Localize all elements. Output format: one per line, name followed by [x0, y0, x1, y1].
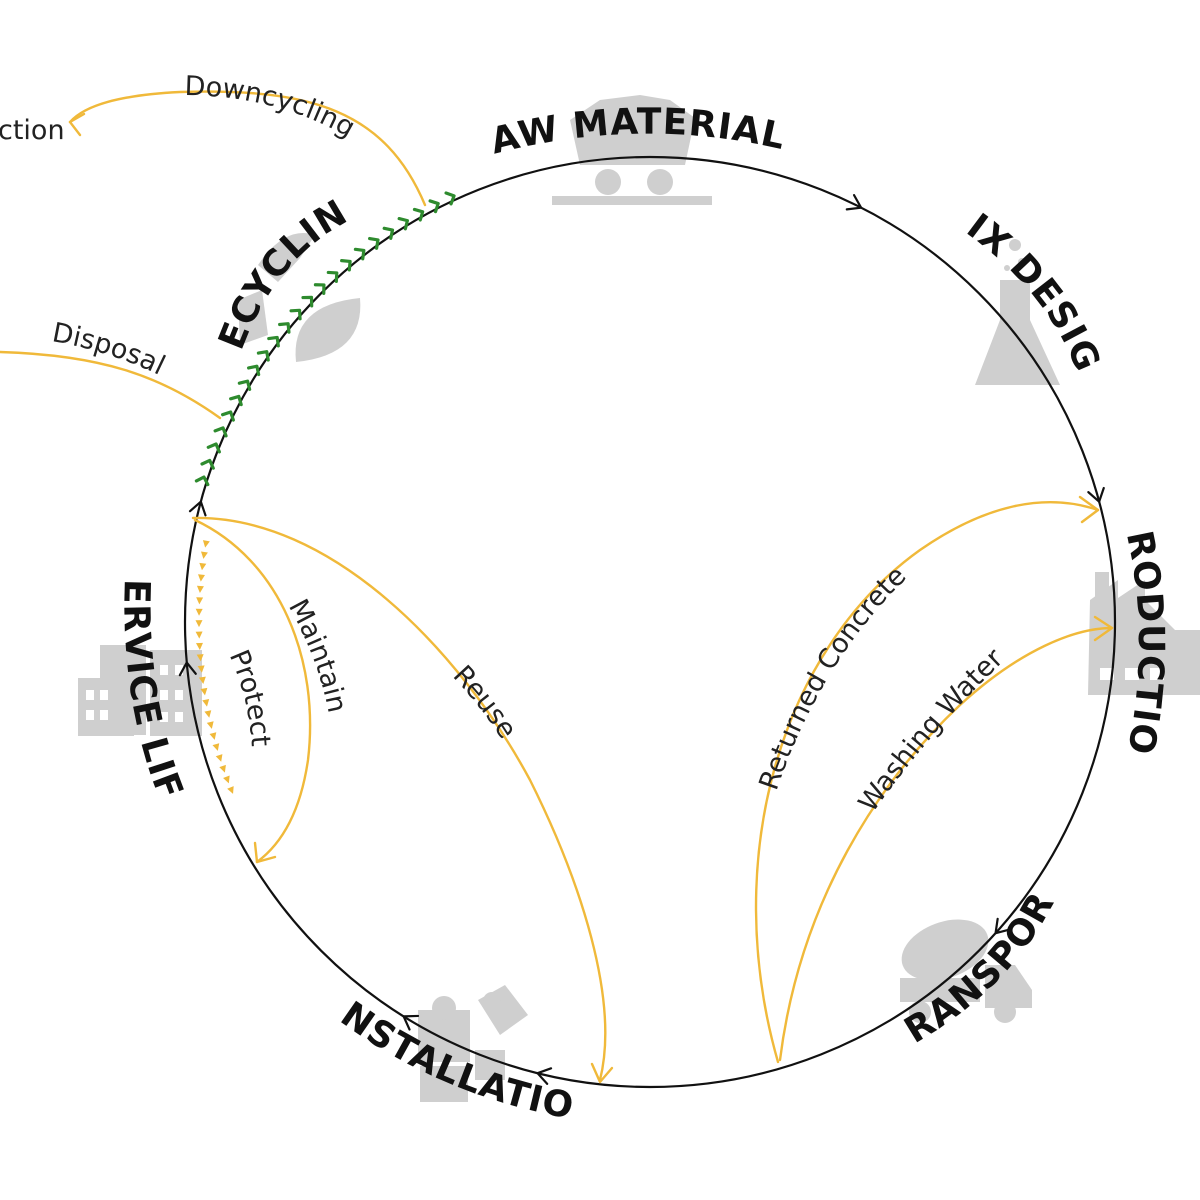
cycle-direction-arrow	[1087, 486, 1105, 503]
recycling-chevron	[428, 199, 440, 214]
protect-arrowhead	[223, 775, 230, 784]
cycle-direction-arrow	[402, 1014, 420, 1031]
protect-arrowhead	[195, 631, 203, 639]
cycle-direction-arrow	[188, 500, 207, 517]
cycle-direction-arrows	[178, 194, 1105, 1085]
protect-arrowhead	[196, 597, 204, 605]
lifecycle-circle	[183, 155, 1117, 1089]
recycling-chevron	[353, 247, 366, 261]
flow-label-reuse: Reuse	[447, 660, 523, 744]
recycling-chevron	[368, 236, 380, 250]
protect-arrowhead	[212, 743, 220, 751]
recycling-chevron	[267, 335, 280, 348]
recycling-chevron	[326, 270, 339, 283]
recycling-chevron	[301, 295, 314, 308]
protect-arrowhead	[219, 764, 226, 773]
recycling-chevron	[313, 283, 326, 295]
recycling-chevron-band	[194, 191, 456, 487]
protect-arrowhead	[202, 540, 210, 548]
stage-label-raw-materials: RAW MATERIALS	[0, 0, 789, 163]
flask-icon	[975, 239, 1060, 385]
factory-icon	[1088, 572, 1200, 695]
flow-label-downcycling: Downcycling	[184, 71, 360, 144]
flow-label-maintain: Maintain	[282, 594, 352, 715]
protect-arrowhead	[209, 732, 217, 740]
stage-label-mix-design: MIX DESIGN	[0, 0, 1108, 378]
recycling-chevron	[200, 458, 215, 470]
recycling-chevron	[246, 364, 261, 377]
protect-arrowhead	[206, 721, 214, 729]
cycle-direction-arrow	[536, 1067, 553, 1085]
protect-arrowhead	[197, 665, 205, 673]
stage-label-transport: TRANSPORT	[0, 0, 1061, 1052]
washing-water-flow	[778, 615, 1114, 1062]
protect-arrowhead	[198, 676, 206, 685]
flow-label-protect: Protect	[223, 646, 276, 748]
recycling-chevron	[206, 442, 221, 454]
stage-label-installation: INSTALLATION	[0, 0, 578, 1128]
recycling-chevron	[412, 207, 425, 222]
cycle-direction-arrow	[178, 661, 197, 677]
disposal-flow	[0, 350, 222, 420]
protect-arrowhead	[196, 654, 204, 662]
recycling-chevron	[229, 394, 243, 407]
recycling-chevron	[194, 475, 210, 487]
protect-arrowhead	[202, 699, 210, 707]
protect-arrowhead	[198, 574, 205, 582]
recycle-leaf-icon	[238, 233, 361, 362]
protect-arrowhead	[227, 786, 234, 794]
flow-label-washing-water: Washing Water	[853, 642, 1010, 818]
protect-arrowhead	[200, 551, 208, 559]
reuse-flow	[191, 516, 614, 1084]
mixer-truck-icon	[900, 919, 1032, 1023]
protect-arrowhead	[199, 562, 207, 571]
buildings-icon	[78, 645, 202, 736]
protect-arrowhead	[200, 687, 208, 696]
protect-arrowhead	[195, 620, 203, 628]
recycling-chevron	[213, 426, 228, 438]
flow-label-disposal: Disposal	[50, 317, 170, 381]
recycling-chevron	[220, 410, 235, 422]
downcycling-flow	[68, 90, 427, 207]
recycling-chevron	[340, 259, 352, 272]
recycling-chevron	[237, 379, 252, 391]
recycling-chevron	[289, 308, 302, 321]
protect-arrowhead	[195, 642, 203, 650]
cycle-direction-arrow	[845, 194, 863, 211]
recycling-chevron	[444, 191, 456, 206]
cycle-direction-arrow	[994, 917, 1011, 935]
recycling-chevron	[397, 216, 409, 231]
protect-arrowhead	[215, 754, 223, 762]
returned-concrete-flow	[754, 495, 1100, 1064]
stage-label-recycling: RECYCLING	[0, 0, 355, 355]
protect-arrow-band	[195, 540, 234, 794]
protect-arrowhead	[204, 710, 212, 718]
mine-cart-icon	[552, 95, 712, 205]
puzzle-icon	[418, 985, 528, 1102]
protect-arrowhead	[196, 585, 204, 593]
recycling-chevron	[256, 350, 270, 362]
protect-arrowhead	[195, 608, 203, 616]
maintain-flow	[193, 518, 312, 864]
recycling-chevron	[278, 322, 291, 334]
flow-label-downcycling-target: ction	[0, 115, 65, 146]
recycling-chevron	[382, 226, 395, 240]
